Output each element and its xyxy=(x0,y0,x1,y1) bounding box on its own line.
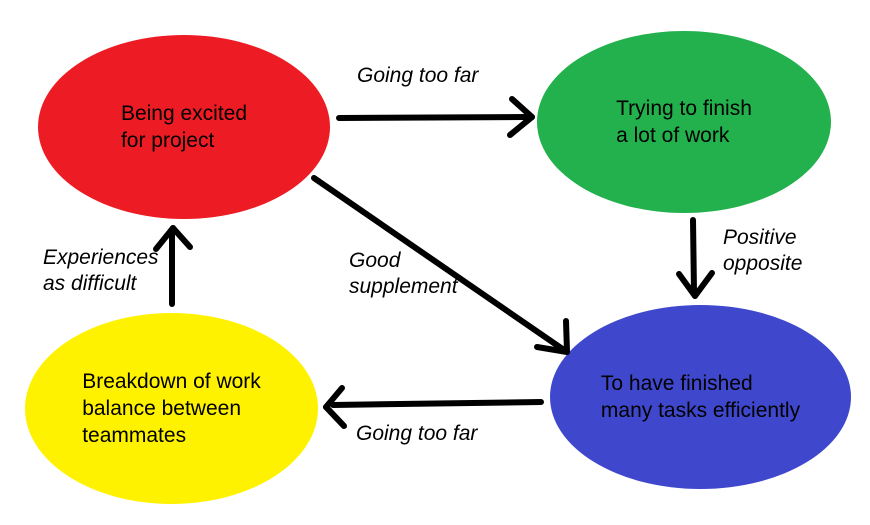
arrow-excited-to-finish xyxy=(336,96,535,138)
node-trying-to-finish-label: Trying to finish a lot of work xyxy=(616,97,752,147)
arrow-breakdown-to-excited xyxy=(153,225,193,307)
edge-label-going-too-far-bottom: Going too far xyxy=(356,422,478,445)
edge-label-positive-opposite: Positive opposite xyxy=(723,226,803,275)
node-finished-many-tasks-label: To have finished many tasks efficiently xyxy=(600,372,801,422)
edge-label-going-too-far-top: Going too far xyxy=(357,64,479,87)
arrow-finish-to-finished xyxy=(676,217,715,299)
node-breakdown-of-work: Breakdown of work balance between teamma… xyxy=(25,313,318,504)
node-being-excited: Being excited for project xyxy=(38,35,330,219)
node-being-excited-label: Being excited for project xyxy=(120,102,248,152)
node-breakdown-of-work-label: Breakdown of work balance between teamma… xyxy=(82,370,261,447)
node-finished-many-tasks: To have finished many tasks efficiently xyxy=(550,305,851,489)
edge-label-good-supplement: Good supplement xyxy=(349,249,458,298)
edge-label-experiences-as-difficult: Experiences as difficult xyxy=(43,246,159,295)
node-trying-to-finish: Trying to finish a lot of work xyxy=(537,31,831,213)
